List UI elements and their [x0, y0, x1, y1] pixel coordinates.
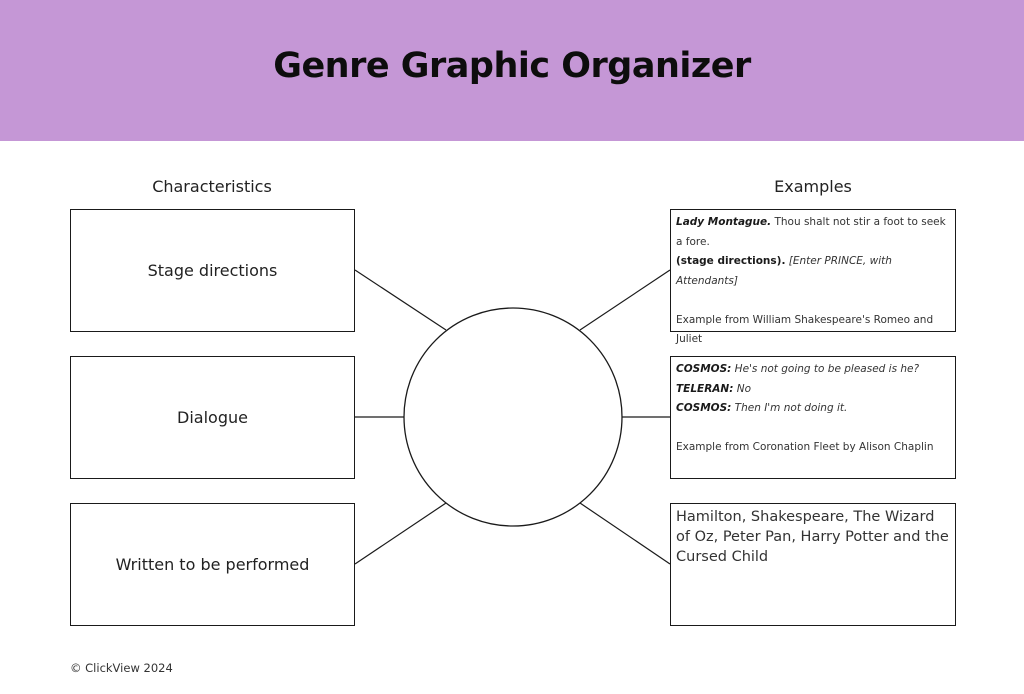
characteristic-label: Stage directions — [147, 261, 278, 280]
stage-direction-label: (stage directions). — [676, 255, 786, 267]
characteristic-label: Written to be performed — [115, 555, 310, 574]
connector-line-char-1 — [354, 269, 447, 331]
example-line: TELERAN: No — [676, 380, 950, 400]
speaker-name: TELERAN: — [676, 382, 734, 395]
characteristic-box-3: Written to be performed — [70, 503, 355, 626]
example-text: Hamilton, Shakespeare, The Wizard of Oz,… — [676, 509, 949, 565]
characteristic-box-1: Stage directions — [70, 209, 355, 332]
copyright-footer: © ClickView 2024 — [70, 661, 173, 675]
example-line: COSMOS: He's not going to be pleased is … — [676, 360, 950, 380]
dialogue-text: Thou shalt not stir a foot to seek a for… — [676, 216, 946, 248]
example-line: Lady Montague. Thou shalt not stir a foo… — [676, 213, 950, 252]
example-box-2: COSMOS: He's not going to be pleased is … — [670, 356, 956, 479]
example-box-1: Lady Montague. Thou shalt not stir a foo… — [670, 209, 956, 345]
example-source: Example from William Shakespeare's Romeo… — [676, 313, 934, 346]
dialogue-text: No — [733, 382, 752, 395]
example-line: COSMOS: Then I'm not doing it. — [676, 399, 950, 419]
characteristics-heading: Characteristics — [152, 177, 272, 196]
connector-line-ex-1 — [579, 269, 671, 331]
example-line: (stage directions). [Enter PRINCE, with … — [676, 252, 950, 291]
characteristic-box-2: Dialogue — [70, 356, 355, 479]
speaker-name: COSMOS: — [676, 363, 732, 375]
speaker-name: COSMOS: — [676, 402, 732, 414]
page-title: Genre Graphic Organizer — [273, 46, 751, 86]
connector-line-char-3 — [354, 502, 447, 565]
example-source: Example from Coronation Fleet by Alison … — [676, 441, 934, 453]
dialogue-text: Then I'm not doing it. — [731, 402, 848, 414]
connector-line-ex-3 — [579, 502, 671, 565]
characteristic-label: Dialogue — [177, 408, 248, 427]
center-circle — [403, 307, 623, 527]
speaker-name: Lady Montague. — [676, 216, 772, 228]
stage-direction-text: [Enter PRINCE, with Attendants] — [676, 255, 892, 287]
dialogue-text: He's not going to be pleased is he? — [731, 363, 920, 375]
header-banner: Genre Graphic Organizer — [0, 0, 1024, 141]
examples-heading: Examples — [774, 177, 852, 196]
example-box-3: Hamilton, Shakespeare, The Wizard of Oz,… — [670, 503, 956, 626]
